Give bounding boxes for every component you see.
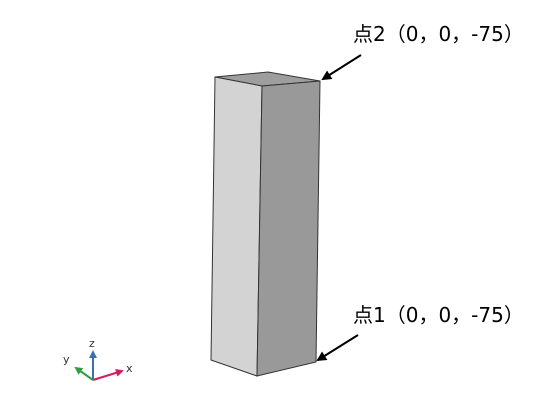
point1-arrow <box>316 334 359 362</box>
axis-triad: z x y <box>63 337 133 381</box>
block-side-face <box>256 80 321 377</box>
z-axis-label: z <box>89 337 95 350</box>
x-axis-line <box>92 368 124 381</box>
point2-arrow <box>321 54 362 81</box>
x-axis-label: x <box>126 362 133 375</box>
point1-label: 点1（0，0，-75） <box>353 303 524 327</box>
y-axis-line <box>74 366 94 381</box>
point2-label: 点2（0，0，-75） <box>353 22 524 46</box>
y-axis-label: y <box>63 353 70 366</box>
rectangular-block <box>210 71 321 377</box>
block-front-face <box>210 76 263 377</box>
